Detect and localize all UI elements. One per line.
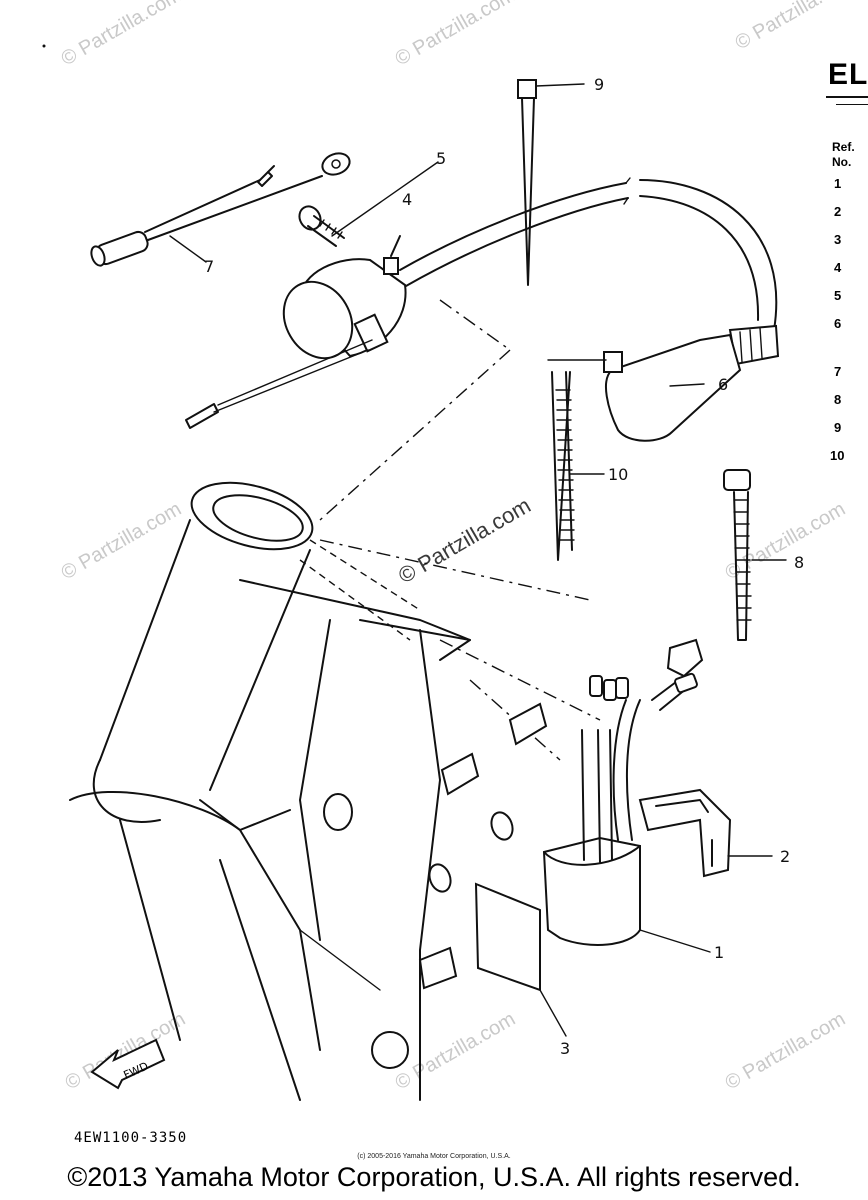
bracket-part-2 (638, 788, 773, 878)
ref-no-header: Ref. No. (832, 140, 855, 169)
ref-number: 9 (834, 420, 842, 435)
frame (69, 481, 601, 1101)
ref-number: 5 (834, 288, 842, 303)
watermark: © Partzilla.com (62, 1008, 190, 1094)
ref-number: 7 (834, 364, 842, 379)
cable-tie-part-9 (517, 79, 585, 286)
watermark-center: © Partzilla.com (394, 493, 535, 589)
ref-number: 1 (834, 176, 842, 191)
callout-5: 5 (436, 149, 446, 168)
callout-6: 6 (718, 375, 728, 394)
ref-number: 4 (834, 260, 842, 275)
cable-tie-part-8 (723, 469, 787, 641)
damper-plate-part-3 (474, 882, 567, 1037)
ref-number: 8 (834, 392, 842, 407)
small-copyright: (c) 2005-2016 Yamaha Motor Corporation, … (357, 1153, 511, 1160)
watermark-group: © Partzilla.com © Partzilla.com © Partzi… (58, 0, 860, 1094)
watermark: © Partzilla.com (392, 0, 520, 70)
ref-number: 10 (830, 448, 845, 463)
watermark: © Partzilla.com (732, 0, 860, 54)
title-rule (826, 96, 868, 98)
ref-number: 2 (834, 204, 842, 219)
callout-4: 4 (402, 190, 412, 209)
cdi-unit-part-1 (542, 638, 711, 953)
ignition-coil-part-4 (185, 235, 511, 521)
callout-group: 9 5 4 7 6 10 8 2 1 3 (204, 75, 804, 1058)
speck (42, 44, 46, 48)
watermark: © Partzilla.com (58, 498, 186, 584)
ref-number: 6 (834, 316, 842, 331)
bolt-part-5 (298, 161, 439, 247)
callout-2: 2 (780, 847, 790, 866)
callout-1: 1 (714, 943, 724, 962)
lead-wire-part-7 (90, 152, 351, 267)
callout-3: 3 (560, 1039, 570, 1058)
ht-lead-and-plug-cap-part-6 (399, 177, 780, 442)
cable-tie-part-10 (547, 351, 623, 561)
diagram-part-code: 4EW1100-3350 (74, 1130, 188, 1146)
callout-7: 7 (204, 257, 214, 276)
watermark: © Partzilla.com (58, 0, 186, 70)
callout-9: 9 (594, 75, 604, 94)
watermark: © Partzilla.com (392, 1008, 520, 1094)
ref-number: 3 (834, 232, 842, 247)
callout-8: 8 (794, 553, 804, 572)
watermark: © Partzilla.com (722, 1008, 850, 1094)
fwd-arrow: FWD (90, 1038, 166, 1090)
section-title: EL (828, 58, 868, 91)
copyright-notice: ©2013 Yamaha Motor Corporation, U.S.A. A… (67, 1162, 801, 1192)
callout-10: 10 (608, 465, 628, 484)
title-rule-thin (836, 104, 868, 105)
